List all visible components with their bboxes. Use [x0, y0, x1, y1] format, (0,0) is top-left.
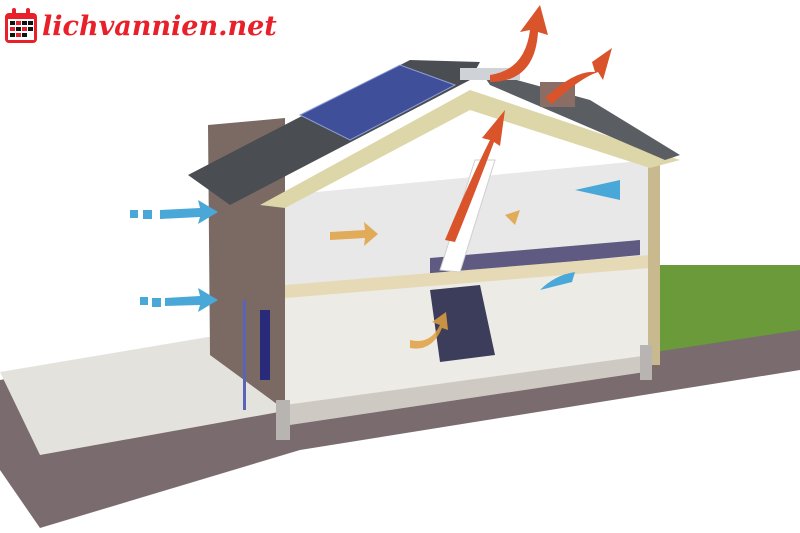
roof-right: [480, 70, 680, 160]
downpipe: [243, 300, 246, 410]
warm-air-arrows: [445, 5, 612, 242]
stairs-lower: [430, 285, 495, 362]
foundation: [276, 400, 290, 440]
lawn: [640, 265, 800, 352]
attic-insulation: [260, 90, 680, 208]
cool-air-arrows: [130, 180, 620, 312]
solar-panels: [298, 64, 457, 141]
floor-joists: [285, 255, 650, 298]
right-wall: [648, 165, 660, 365]
interior-air-arrows: [330, 210, 520, 349]
paving: [0, 330, 290, 455]
foundation-right: [640, 345, 652, 380]
calendar-icon: [5, 8, 37, 43]
door: [260, 310, 270, 380]
stairs-upper: [439, 159, 496, 273]
upper-floor-carpet: [430, 240, 640, 275]
logo-text: lichvannien.net: [42, 10, 277, 42]
site-logo[interactable]: lichvannien.net: [4, 4, 277, 48]
ground-top-edge: [280, 355, 645, 425]
